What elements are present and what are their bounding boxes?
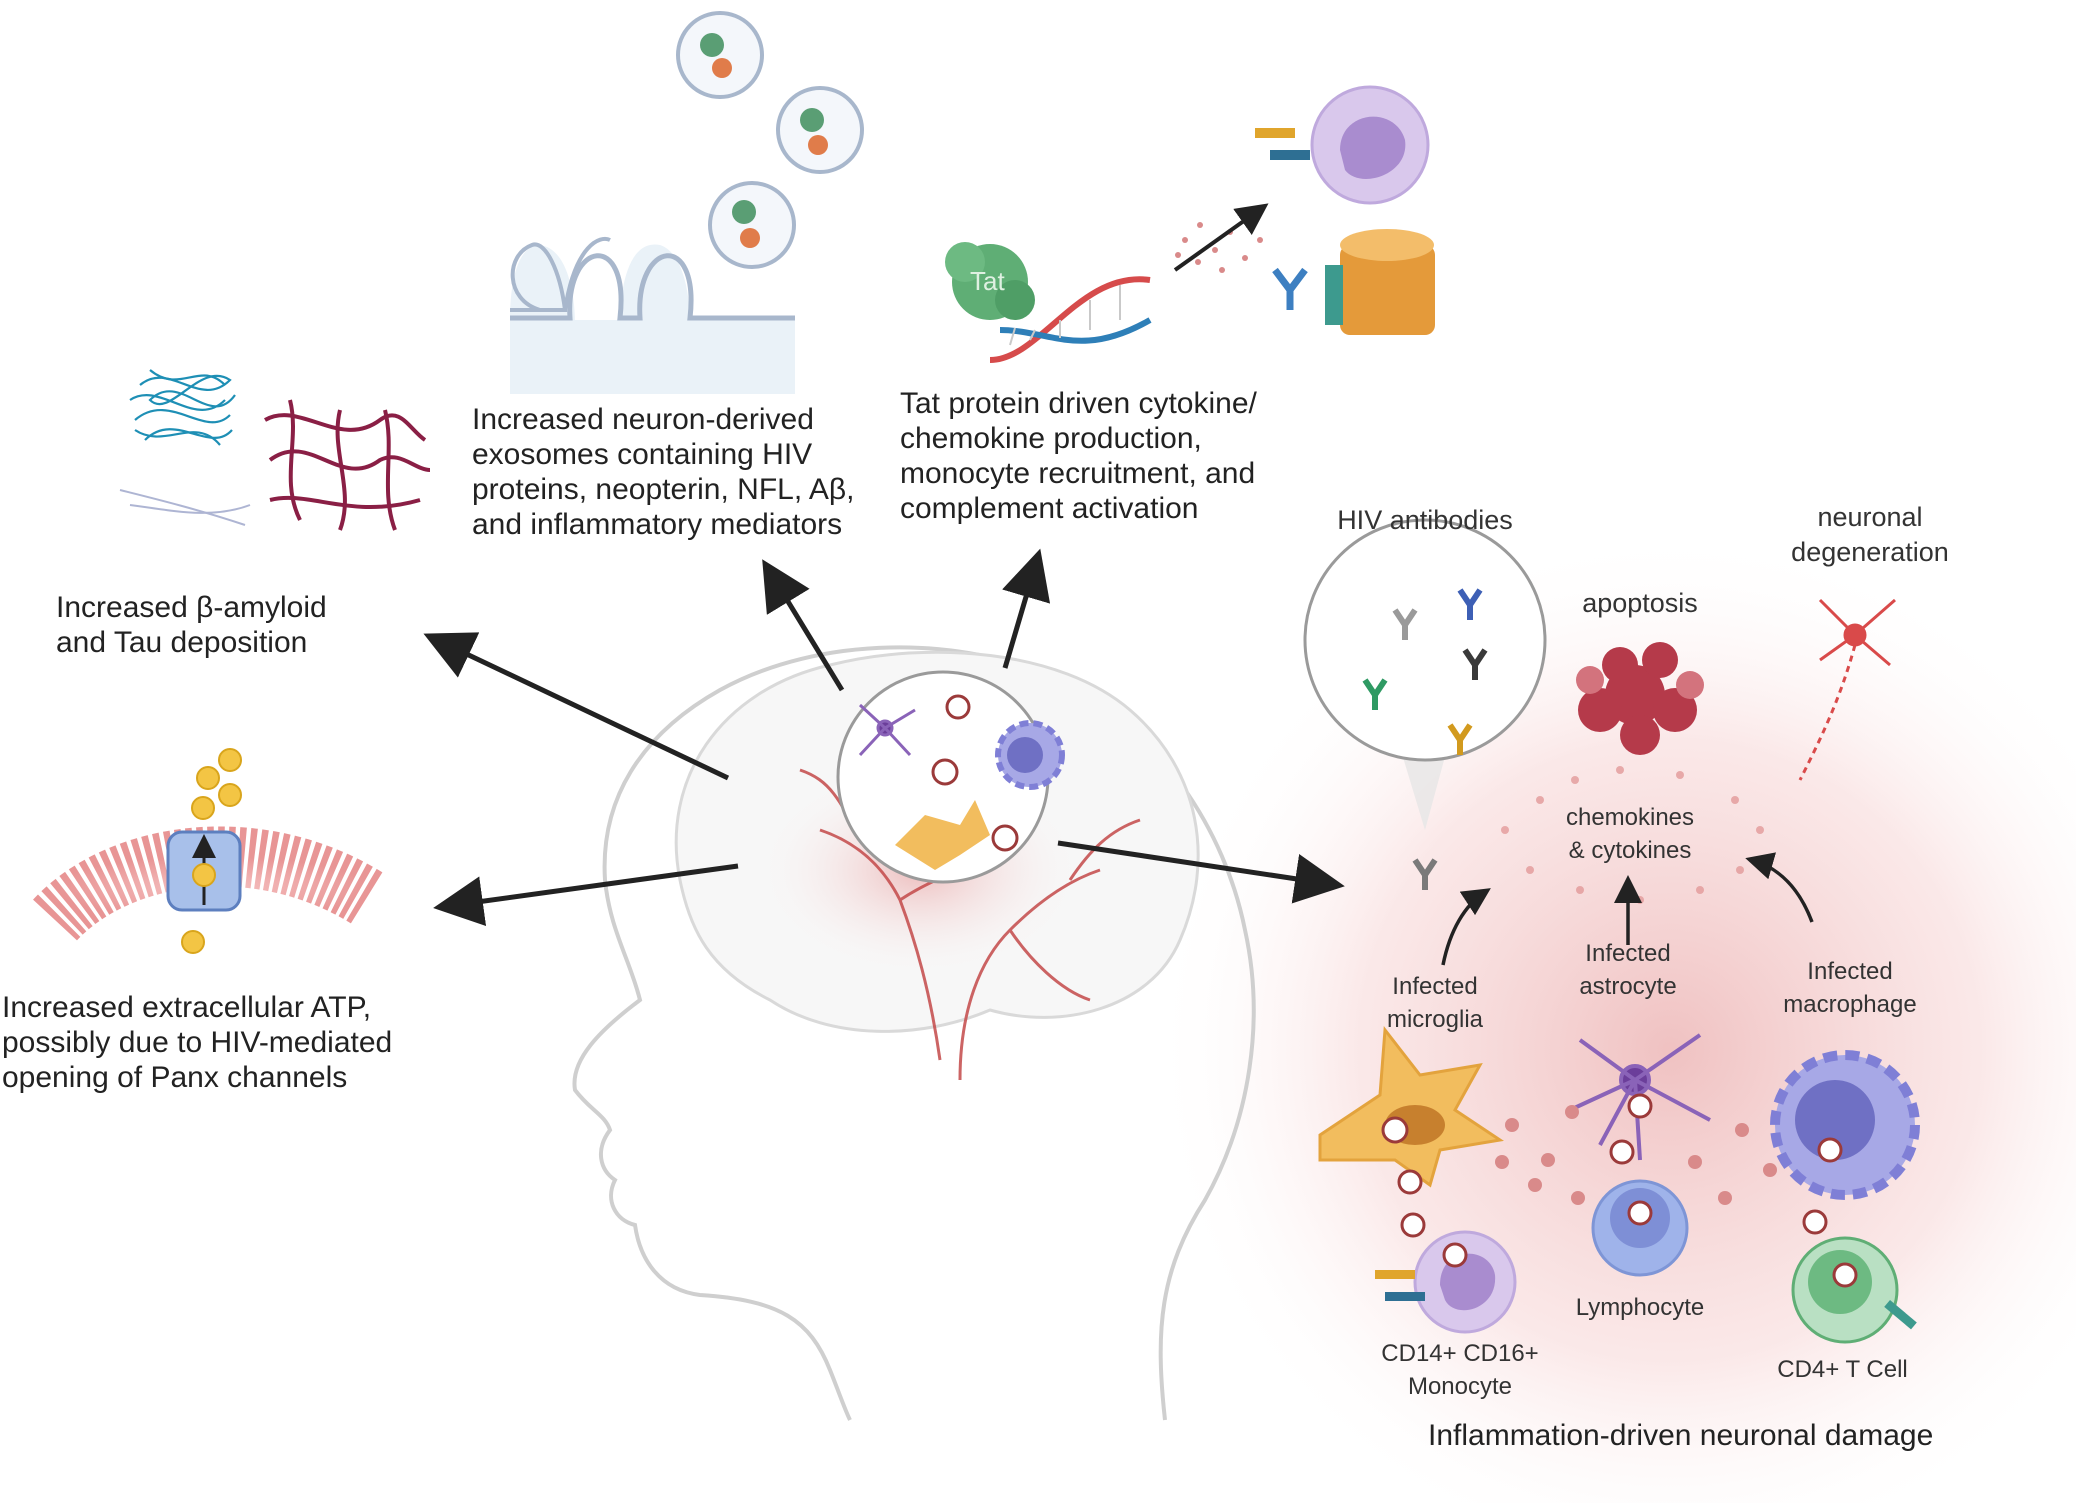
arrow-cytokines-to-monocyte <box>1173 203 1269 272</box>
head-silhouette <box>572 645 1256 1421</box>
amyloid-caption-line-1: Increased β-amyloid <box>56 591 327 624</box>
single-antibody-icon <box>1412 858 1438 890</box>
infected-macrophage-label: Infected macrophage <box>1765 955 1935 1021</box>
chemokines-line-2: & cytokines <box>1568 837 1692 864</box>
arrow-microglia-to-cytokines <box>1441 888 1491 966</box>
infected-macrophage-line-2: macrophage <box>1783 991 1917 1018</box>
amyloid-fibrils-icon <box>129 369 236 446</box>
lymphocyte-icon <box>1591 1179 1689 1277</box>
monocyte-label: CD14+ CD16+ Monocyte <box>1370 1337 1550 1403</box>
tat-protein-icon <box>945 242 1035 320</box>
complement-channel-icon <box>1325 229 1435 335</box>
exosomes-caption-line-3: proteins, neopterin, NFL, Aβ, <box>472 473 855 506</box>
atp-caption-line-3: opening of Panx channels <box>2 1061 348 1094</box>
amyloid-caption: Increased β-amyloid and Tau deposition <box>56 590 327 660</box>
tat-caption: Tat protein driven cytokine/ chemokine p… <box>900 386 1257 526</box>
antibody-inset <box>1303 518 1547 762</box>
arrow-to-damage <box>1057 840 1345 904</box>
arrow-to-amyloid <box>423 632 730 781</box>
arrow-macrophage-to-cytokines <box>1745 852 1814 923</box>
atp-caption: Increased extracellular ATP, possibly du… <box>2 990 392 1095</box>
tat-caption-line-4: complement activation <box>900 492 1199 525</box>
infected-astrocyte-line-1: Infected <box>1585 940 1671 967</box>
amyloid-caption-line-2: and Tau deposition <box>56 626 308 659</box>
tat-caption-line-2: chemokine production, <box>900 422 1202 455</box>
virus-particles <box>931 694 1858 1288</box>
chemokines-label: chemokines & cytokines <box>1545 801 1715 867</box>
lymphocyte-label: Lymphocyte <box>1575 1294 1705 1321</box>
atp-caption-line-1: Increased extracellular ATP, <box>2 991 372 1024</box>
neuron-degeneration-icon <box>1798 598 1896 781</box>
tau-faint-icon <box>119 489 251 526</box>
hiv-antibodies-icon <box>1362 588 1488 755</box>
cytokine-dots-icon <box>1175 222 1263 273</box>
infected-macrophage-line-1: Infected <box>1807 958 1893 985</box>
arrow-to-atp <box>433 863 739 926</box>
apoptosis-icon <box>1576 642 1704 755</box>
tat-caption-line-3: monocyte recruitment, and <box>900 457 1256 490</box>
exosomes-caption: Increased neuron-derived exosomes contai… <box>472 402 854 542</box>
exosomes-caption-line-4: and inflammatory mediators <box>472 508 843 541</box>
infected-macrophage-icon <box>1770 1050 1920 1200</box>
tat-caption-line-1: Tat protein driven cytokine/ <box>900 387 1257 420</box>
exosomes-caption-line-1: Increased neuron-derived <box>472 403 814 436</box>
monocyte-top-icon <box>1255 85 1430 205</box>
arrows <box>423 548 1345 926</box>
chemokines-line-1: chemokines <box>1565 804 1695 831</box>
neuronal-degeneration-line-2: degeneration <box>1791 537 1949 567</box>
infected-astrocyte-icon <box>1569 1033 1711 1161</box>
exosome-vesicles-icon <box>676 11 864 269</box>
arrow-to-tat <box>1002 548 1051 669</box>
tat-protein-label: Tat <box>970 266 1005 296</box>
chemokine-cloud-icon <box>1501 766 1764 904</box>
hiv-antibodies-label: HIV antibodies <box>1337 505 1513 535</box>
monocyte-line-2: Monocyte <box>1407 1373 1513 1400</box>
neuronal-degeneration-line-1: neuronal <box>1817 502 1923 532</box>
infected-microglia-label: Infected microglia <box>1375 970 1495 1036</box>
apoptosis-label: apoptosis <box>1582 588 1698 618</box>
neuronal-degeneration-label: neuronal degeneration <box>1760 500 1980 570</box>
antibody-top-icon <box>1272 267 1308 310</box>
tau-tangle-icon <box>264 399 431 531</box>
monocyte-icon <box>1375 1230 1517 1334</box>
infected-microglia-line-1: Infected <box>1392 973 1478 1000</box>
dna-helix-icon <box>989 276 1152 363</box>
magnified-cells <box>858 703 1065 870</box>
damage-caption: Inflammation-driven neuronal damage <box>1428 1419 1934 1452</box>
infected-microglia-line-2: microglia <box>1386 1006 1484 1033</box>
t-cell-label: CD4+ T Cell <box>1777 1356 1908 1383</box>
arrow-to-exosomes <box>762 559 845 692</box>
membrane-budding-icon <box>510 237 795 394</box>
exosomes-caption-line-2: exosomes containing HIV <box>472 438 813 471</box>
cytokine-bursts <box>1495 1105 1777 1205</box>
infected-astrocyte-line-2: astrocyte <box>1579 973 1677 1000</box>
atp-molecules-icon <box>181 748 242 954</box>
infected-astrocyte-label: Infected astrocyte <box>1568 937 1688 1003</box>
monocyte-line-1: CD14+ CD16+ <box>1381 1340 1539 1367</box>
atp-caption-line-2: possibly due to HIV-mediated <box>2 1026 393 1059</box>
